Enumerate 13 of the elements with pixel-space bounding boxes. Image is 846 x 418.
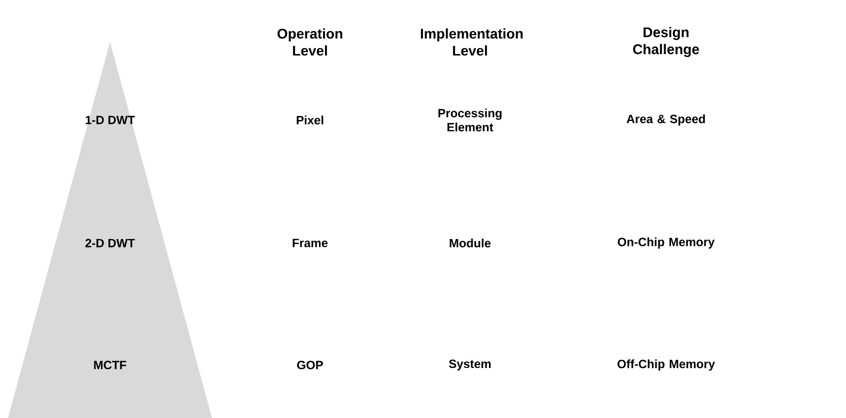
pyramid: 1-D DWT 2-D DWT MCTF [8,42,212,418]
table-text: Pixel [296,116,324,124]
table-text: Area & Speed [626,114,705,126]
column-header: Implementation Level [420,28,523,56]
column-header: Design Challenge [633,26,699,58]
table-text: On-Chip Memory [618,237,715,249]
table-text: GOP [297,360,323,370]
table-text: System [449,360,491,370]
table-text: Processing Element [438,108,502,132]
table-text: Frame [292,238,328,248]
table-text: Module [450,238,491,248]
table-text: Off-Chip Memory [618,359,715,371]
column-header: Operation Level [278,28,342,56]
